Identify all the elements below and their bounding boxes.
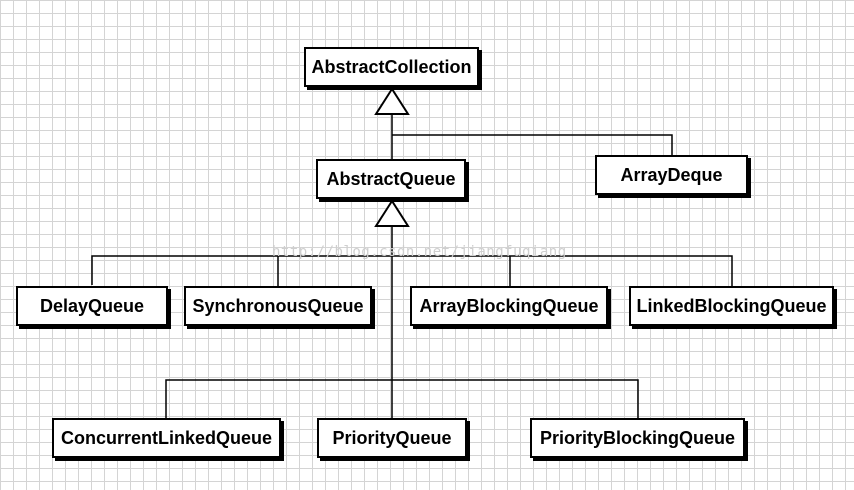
class-array-deque[interactable]: ArrayDeque xyxy=(595,155,748,195)
class-priority-queue[interactable]: PriorityQueue xyxy=(317,418,467,458)
class-delay-queue[interactable]: DelayQueue xyxy=(16,286,168,326)
watermark-text: http://blog.csdn.net/jiangfuqiang xyxy=(272,244,567,260)
branch-arraydeque xyxy=(392,134,673,155)
class-concurrent-linked-queue[interactable]: ConcurrentLinkedQueue xyxy=(52,418,281,458)
class-synchronous-queue[interactable]: SynchronousQueue xyxy=(184,286,372,326)
branch-row1 xyxy=(91,255,733,286)
class-abstract-queue[interactable]: AbstractQueue xyxy=(316,159,466,199)
class-array-blocking-queue[interactable]: ArrayBlockingQueue xyxy=(410,286,608,326)
class-priority-blocking-queue[interactable]: PriorityBlockingQueue xyxy=(530,418,745,458)
class-linked-blocking-queue[interactable]: LinkedBlockingQueue xyxy=(629,286,834,326)
generalization-arrow-upper xyxy=(374,87,410,115)
generalization-arrow-lower xyxy=(374,199,410,227)
branch-row2 xyxy=(165,379,639,418)
class-abstract-collection[interactable]: AbstractCollection xyxy=(304,47,479,87)
